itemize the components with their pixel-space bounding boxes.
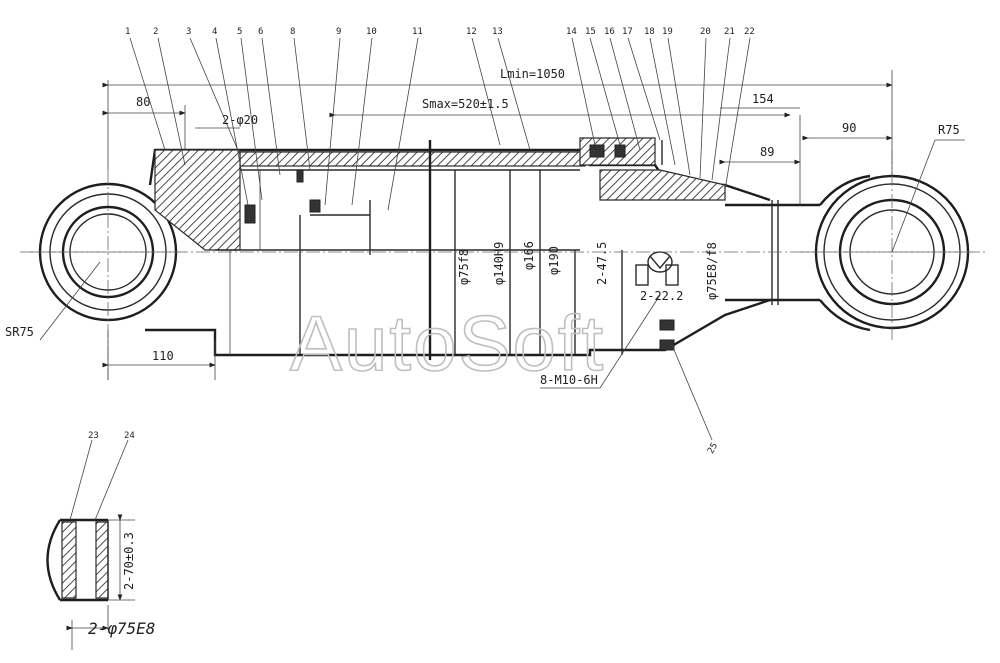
dim-phi166: φ166 [522,241,536,270]
part-number-13: 13 [492,27,503,37]
part-number-15: 15 [585,27,596,37]
part-number-3: 3 [186,27,191,37]
dim-2-70: 2-70±0.3 [122,532,136,590]
dim-smax: Smax=520±1.5 [422,97,509,111]
dim-phi75e8-f8: φ75E8/f8 [705,242,719,300]
part-number-9: 9 [336,27,341,37]
dim-2-22-2: 2-22.2 [640,289,683,303]
part-number-21: 21 [724,27,735,37]
part-number-1: 1 [125,27,130,37]
piston-rod [20,174,985,332]
part-leaders [129,37,751,211]
right-eye [800,150,975,340]
dimension-labels: Lmin=1050 Smax=520±1.5 80 2-φ20 154 89 9… [5,67,960,638]
part-number-18: 18 [644,27,655,37]
dim-80: 80 [136,95,150,109]
dim-8-m10: 8-M10-6H [540,373,598,387]
part-number-17: 17 [622,27,633,37]
part-number-23: 23 [88,431,99,441]
dim-89: 89 [760,145,774,159]
dim-154: 154 [752,92,774,106]
part-number-2: 2 [153,27,158,37]
part-number-16: 16 [604,27,615,37]
part-number-10: 10 [366,27,377,37]
dim-2-phi20: 2-φ20 [222,113,258,127]
dim-90: 90 [842,121,856,135]
part-number-labels: 1 2 3 4 5 6 8 9 10 11 12 13 14 15 16 17 … [88,27,755,456]
part-number-8: 8 [290,27,295,37]
part-number-19: 19 [662,27,673,37]
dim-110: 110 [152,349,174,363]
cylinder-barrel [145,140,771,360]
dimension-lines [39,70,965,441]
dim-phi190: φ190 [547,246,561,275]
rod-gland [579,137,726,351]
part-number-22: 22 [744,27,755,37]
part-number-4: 4 [212,27,217,37]
dim-2-47-5: 2-47.5 [595,242,609,285]
dim-phi140h9: φ140H9 [492,242,506,285]
part-number-24: 24 [124,431,135,441]
part-number-25: 25 [706,441,720,455]
watermark: AutoSoft [290,299,605,387]
part-number-20: 20 [700,27,711,37]
dim-phi75f8: φ75f8 [457,249,471,285]
dim-r75: R75 [938,123,960,137]
dim-sr75: SR75 [5,325,34,339]
part-number-14: 14 [566,27,577,37]
part-number-11: 11 [412,27,423,37]
part-number-5: 5 [237,27,242,37]
part-number-12: 12 [466,27,477,37]
dim-2-phi75e8: 2-φ75E8 [88,619,155,638]
detail-view [46,439,135,650]
dim-lmin: Lmin=1050 [500,67,565,81]
part-number-6: 6 [258,27,263,37]
